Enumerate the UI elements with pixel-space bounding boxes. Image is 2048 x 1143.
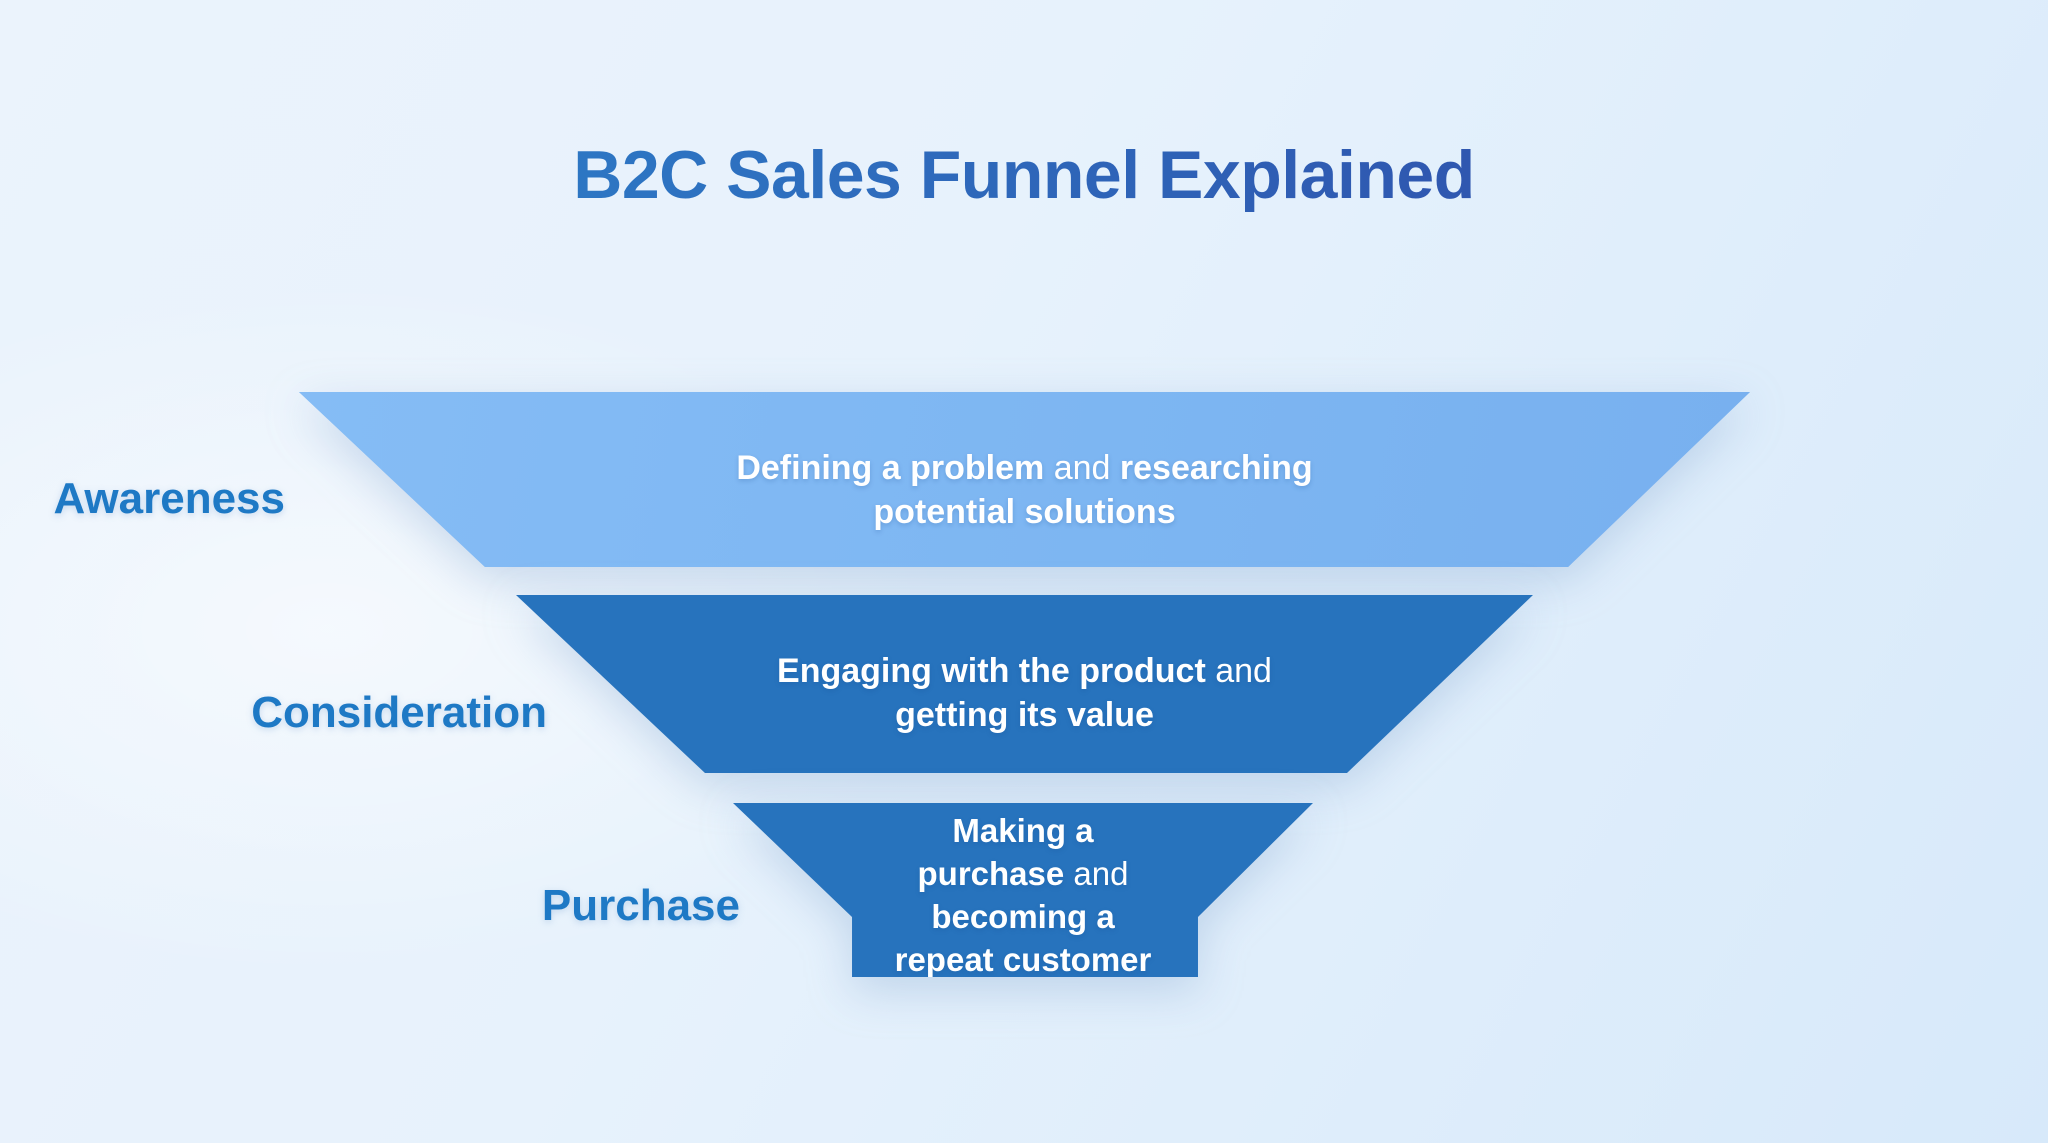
- funnel-tier-consideration-description: Engaging with the product and getting its…: [516, 595, 1533, 737]
- funnel-tier-consideration: Engaging with the product and getting its…: [516, 595, 1533, 773]
- page-title: B2C Sales Funnel Explained: [0, 136, 2048, 214]
- funnel-tier-purchase-shape: Making a purchase and becoming a repeat cus…: [733, 803, 1313, 977]
- stage-label-purchase: Purchase: [541, 881, 740, 930]
- funnel-tier-purchase-description: Making a purchase and becoming a repeat cus…: [733, 803, 1313, 978]
- description-segment: Engaging with the product: [777, 652, 1206, 690]
- funnel-tier-purchase: Making a purchase and becoming a repeat cus…: [733, 803, 1313, 977]
- description-segment: Defining a problem: [736, 449, 1045, 487]
- funnel-tier-awareness-description: Defining a problem and researching potent…: [299, 392, 1750, 534]
- description-segment: repeat customer: [894, 941, 1152, 978]
- stage-label-awareness: Awareness: [53, 474, 285, 523]
- description-segment: getting its value: [895, 696, 1154, 734]
- description-segment: Making a: [952, 812, 1094, 849]
- description-segment: purchase: [917, 855, 1065, 892]
- description-segment: researching: [1119, 449, 1313, 487]
- description-segment: becoming a: [931, 898, 1115, 935]
- description-segment: and: [1205, 652, 1272, 690]
- funnel-tier-consideration-shape: Engaging with the product and getting its…: [516, 595, 1533, 773]
- description-segment: and: [1044, 449, 1120, 487]
- stage-label-consideration: Consideration: [251, 688, 547, 737]
- description-segment: and: [1064, 855, 1129, 892]
- description-segment: potential solutions: [873, 493, 1176, 531]
- funnel-tier-awareness: Defining a problem and researching potent…: [299, 392, 1750, 567]
- funnel-tier-awareness-shape: Defining a problem and researching potent…: [299, 392, 1750, 567]
